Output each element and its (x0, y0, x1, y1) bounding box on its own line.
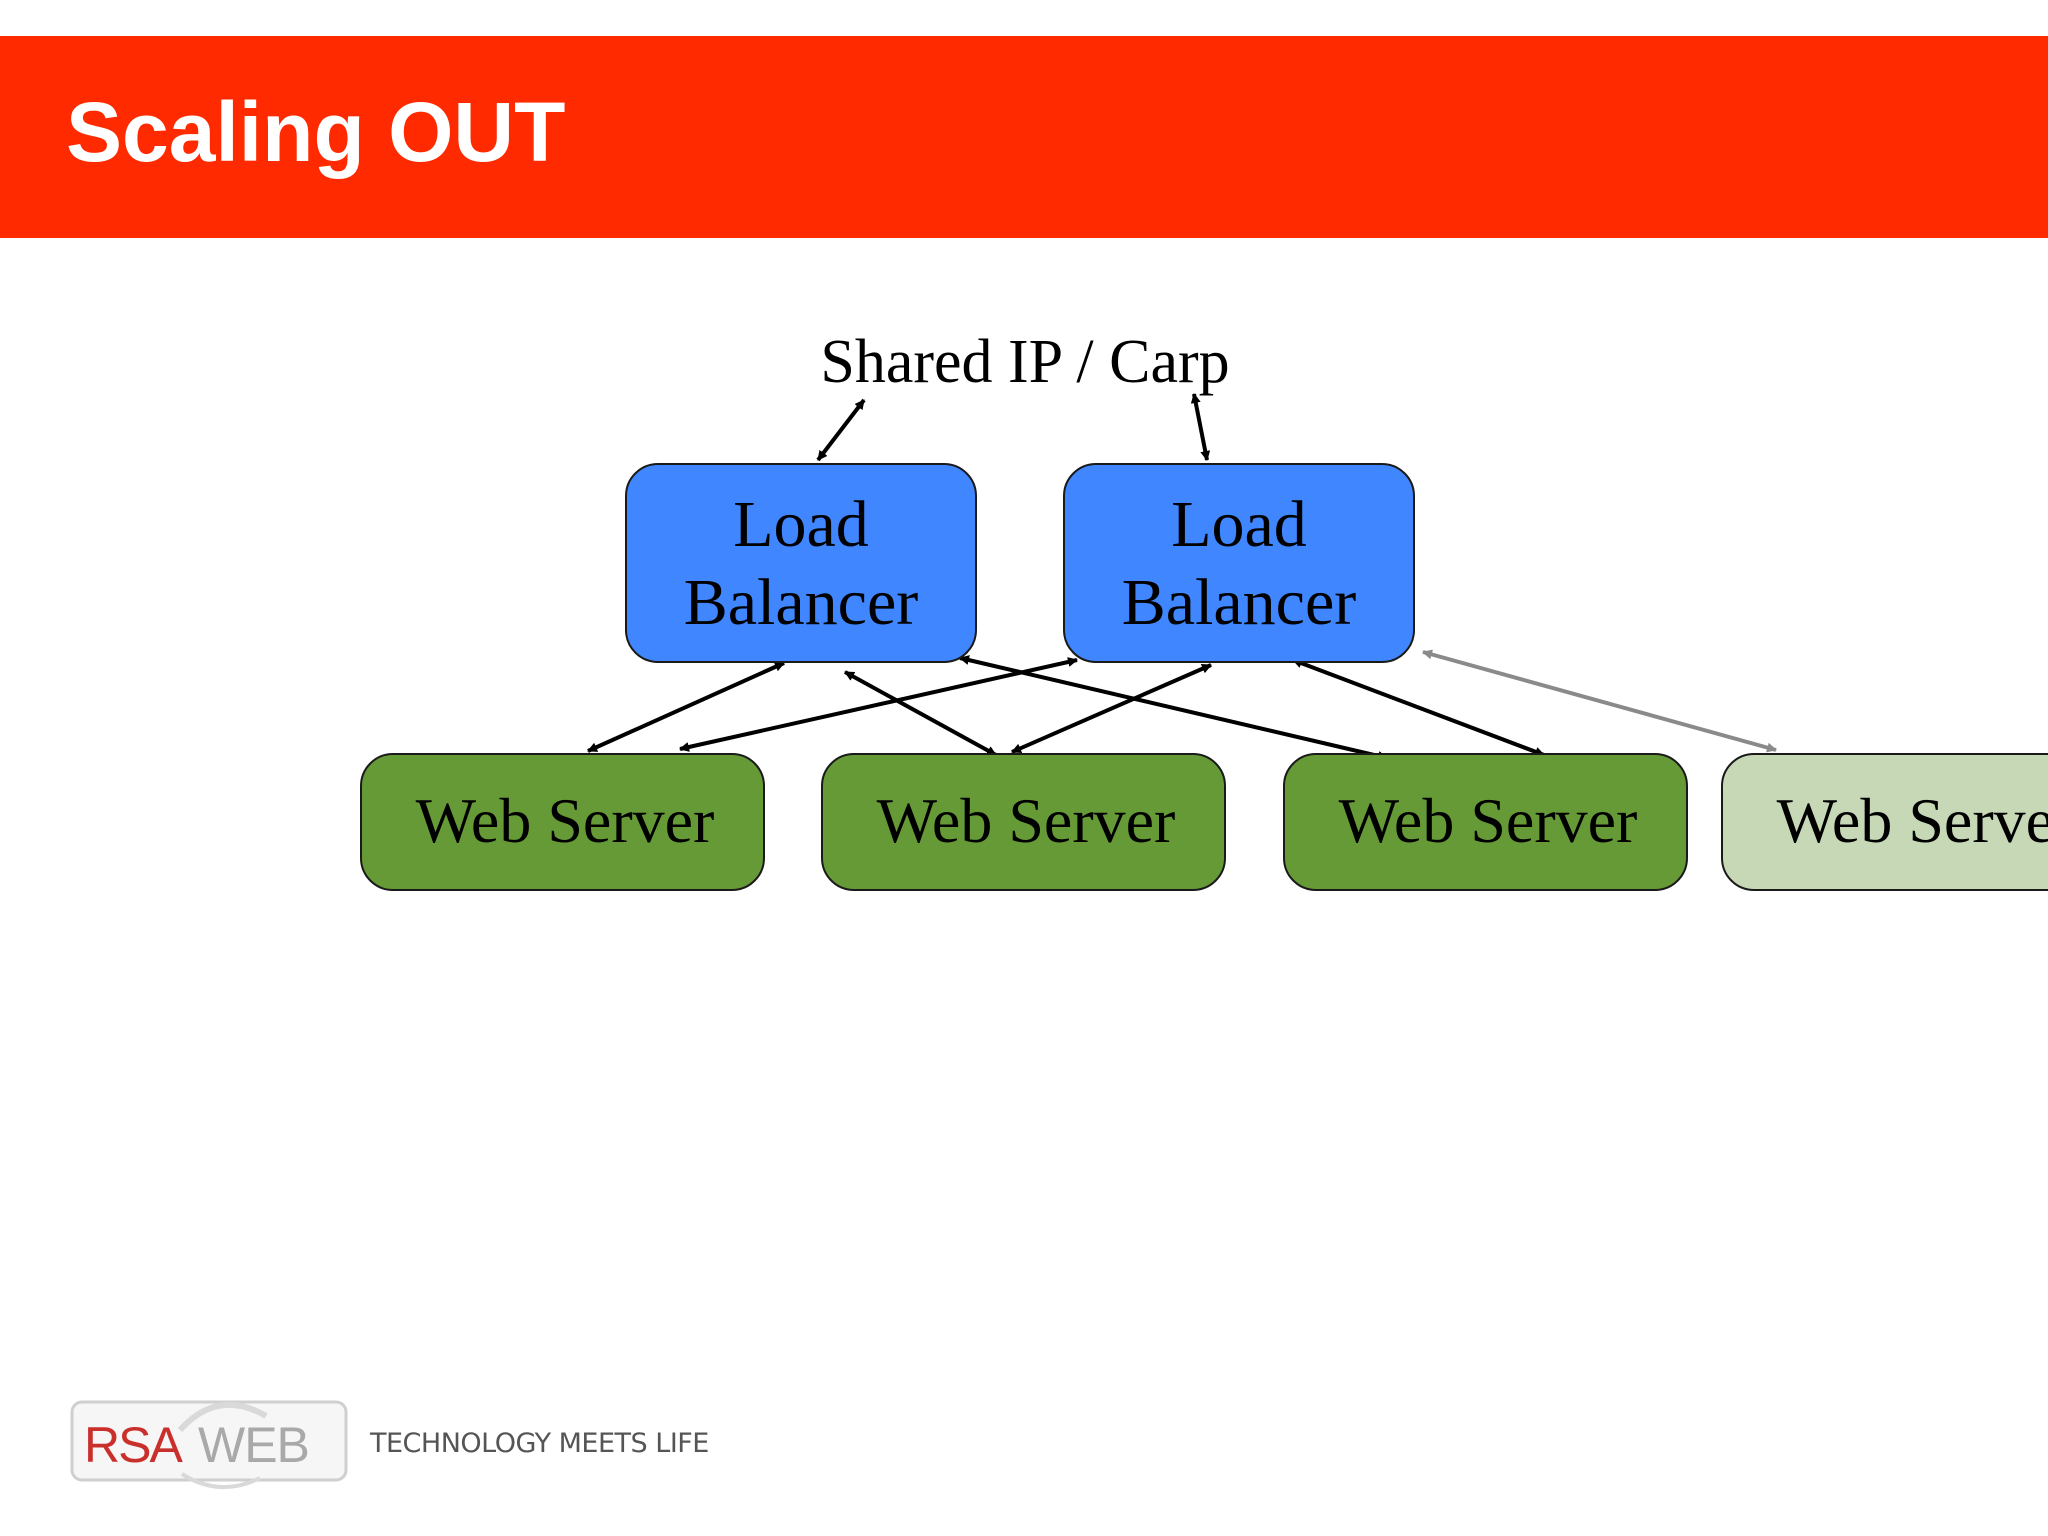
load-balancer-1: Load Balancer (625, 463, 977, 663)
load-balancer-2-label-line2: Balancer (1122, 566, 1357, 639)
title-bar (0, 36, 2048, 238)
logo-gray-text: WEB (198, 1417, 309, 1473)
web-server-2-label: Web Server (877, 785, 1176, 856)
link-lb2-ws2 (1011, 663, 1212, 754)
shared-ip-arrow-lb2 (1190, 393, 1211, 461)
web-server-4-label: Web Server (1777, 785, 2048, 856)
web-server-4-inactive: Web Server (1721, 753, 2048, 891)
load-balancer-2: Load Balancer (1063, 463, 1415, 663)
shared-ip-links (816, 393, 1211, 462)
link-lb1-ws1 (587, 661, 785, 753)
web-server-3-label: Web Server (1339, 785, 1638, 856)
lb-server-links (587, 655, 1545, 761)
logo-red-text: RSA (84, 1417, 183, 1473)
load-balancer-1-label-line2: Balancer (684, 566, 919, 639)
rsaweb-logo: RSA WEB (70, 1400, 348, 1489)
tagline: TECHNOLOGY MEETS LIFE (370, 1428, 709, 1459)
web-server-2: Web Server (821, 753, 1226, 891)
link-lb2-ws4-inactive (1422, 649, 1777, 753)
shared-ip-label: Shared IP / Carp (820, 328, 1229, 396)
load-balancer-2-label-line1: Load (1171, 488, 1307, 561)
web-server-1-label: Web Server (416, 785, 715, 856)
web-server-3: Web Server (1283, 753, 1688, 891)
web-server-1: Web Server (360, 753, 765, 891)
load-balancer-1-label-line1: Load (733, 488, 869, 561)
link-lb2-ws1 (679, 657, 1078, 752)
slide-title: Scaling OUT (66, 85, 566, 179)
shared-ip-arrow-lb1 (816, 398, 866, 462)
